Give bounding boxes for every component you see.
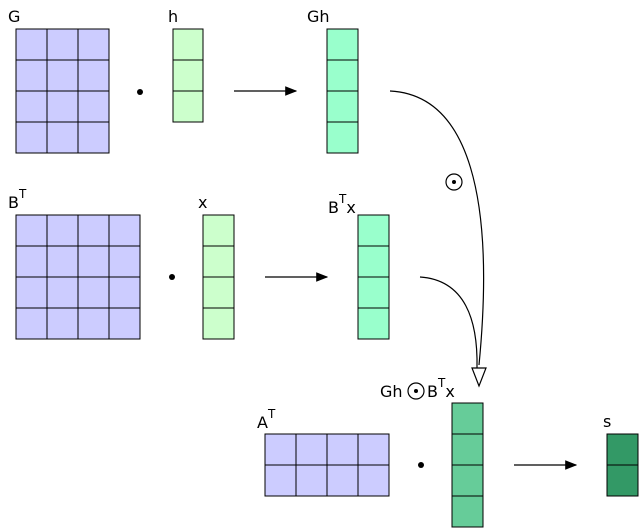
matrix-at [264, 433, 390, 497]
circled-dot-icon [445, 173, 463, 191]
vector-gh [326, 28, 359, 154]
vector-btx [357, 214, 390, 340]
label-btx: BTx [328, 192, 356, 217]
label-gh: Gh [307, 7, 330, 26]
label-bt: BT [8, 187, 27, 212]
curve-btx [419, 276, 478, 369]
vector-x [202, 214, 235, 340]
label-product-rhs: BTx [427, 376, 455, 401]
bullet-icon [169, 274, 175, 280]
matrix-bt [15, 214, 141, 340]
circled-dot-icon [407, 382, 425, 400]
label-s: s [603, 412, 611, 431]
label-g: G [8, 7, 20, 26]
label-h: h [168, 7, 178, 26]
vector-h [172, 28, 204, 123]
bullet-icon [137, 89, 143, 95]
vector-s [606, 433, 639, 497]
label-product: Gh [380, 382, 403, 401]
bullet-icon [418, 462, 424, 468]
curve-gh [389, 90, 485, 366]
label-at: AT [257, 407, 276, 432]
vector-product [451, 402, 484, 528]
label-x: x [198, 193, 207, 212]
matrix-g [15, 28, 110, 154]
hollow-arrow-icon [471, 367, 487, 388]
